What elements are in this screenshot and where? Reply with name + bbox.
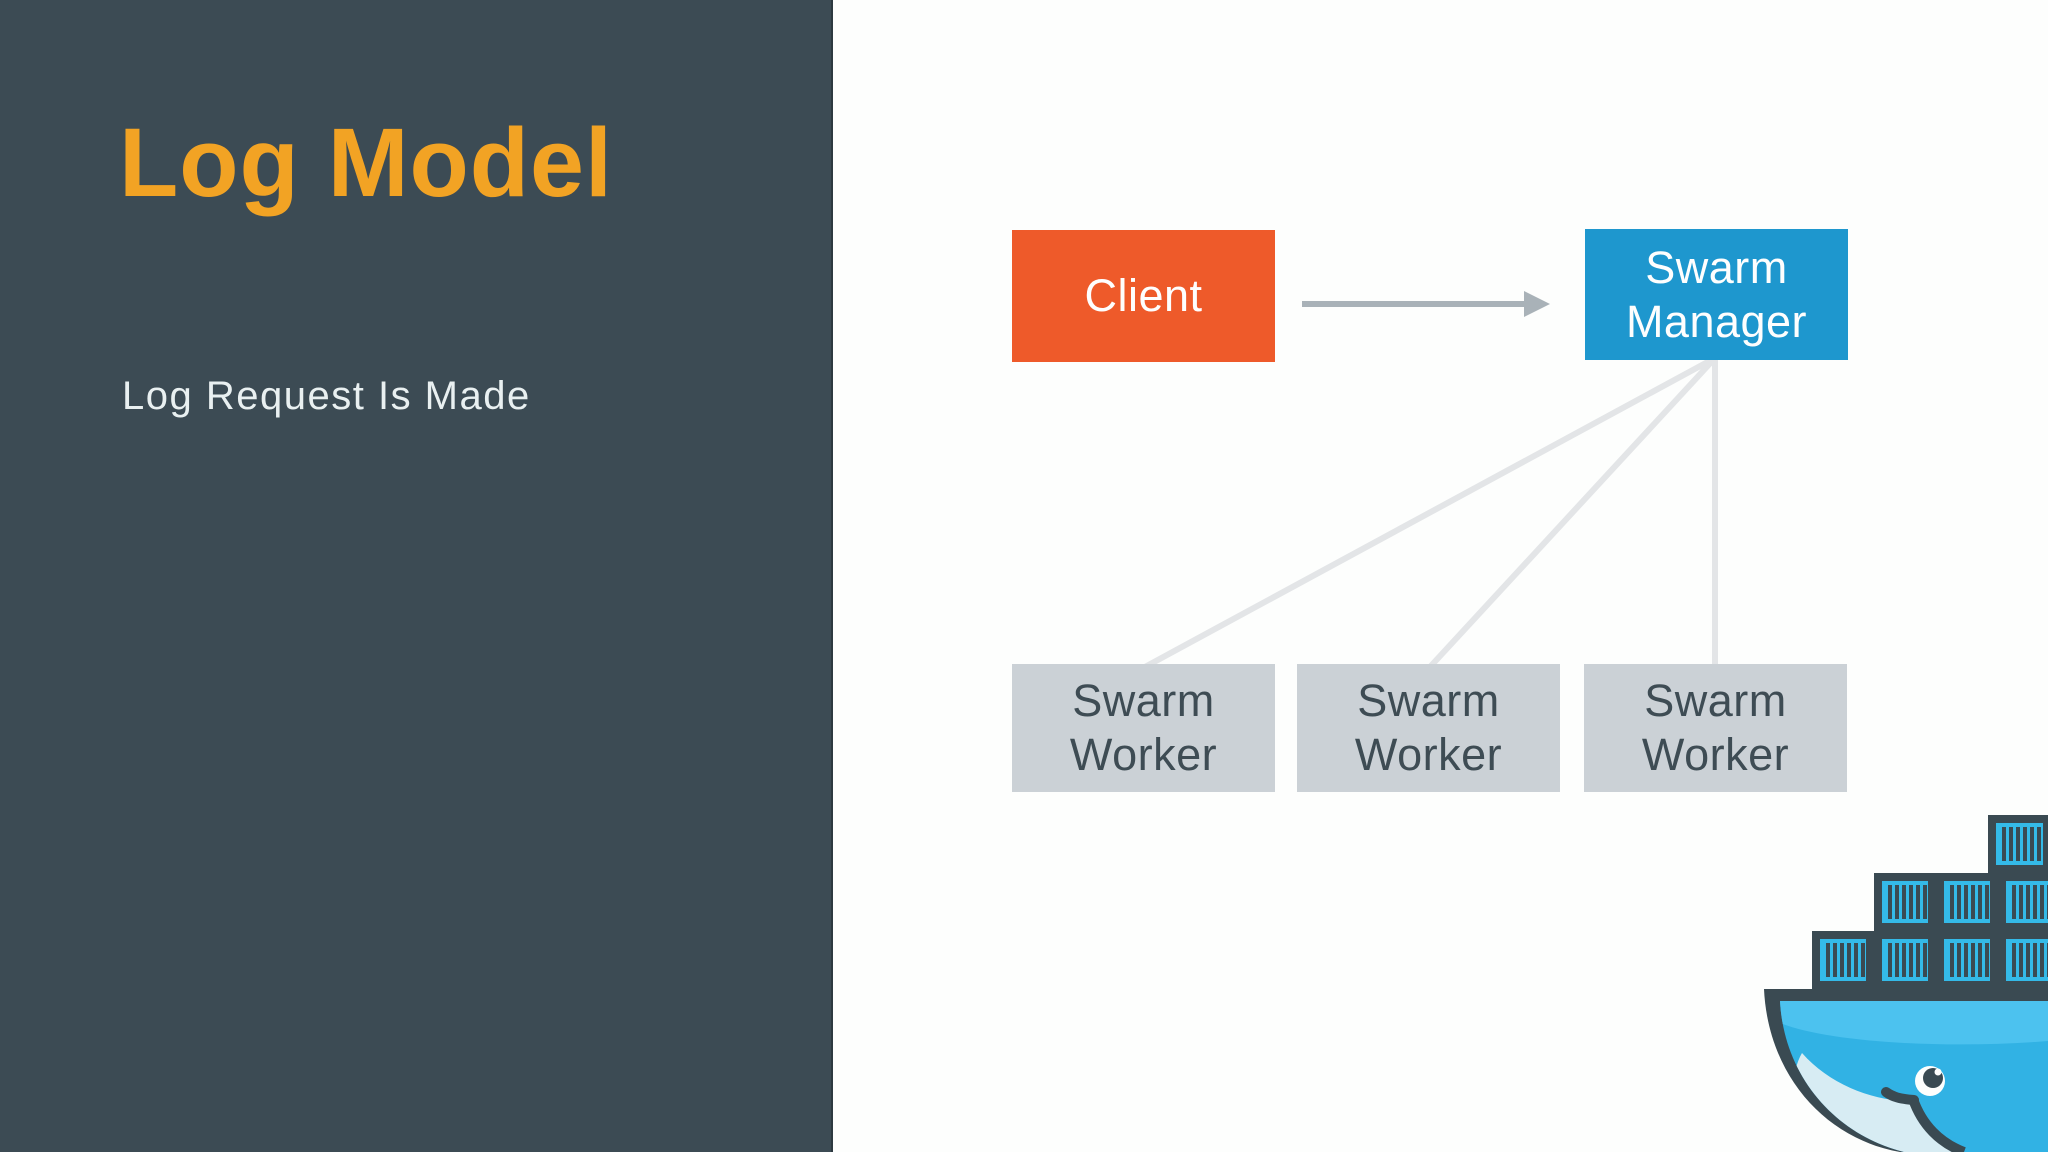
node-swarm-manager: Swarm Manager (1585, 229, 1848, 360)
node-swarm-worker-3-label: Swarm Worker (1641, 675, 1790, 780)
edge-manager-worker1 (1141, 355, 1717, 671)
node-swarm-worker-1-label: Swarm Worker (1069, 675, 1218, 780)
container-stack (1812, 815, 2048, 989)
node-swarm-manager-label: Swarm Manager (1625, 241, 1808, 347)
node-swarm-worker-1: Swarm Worker (1012, 664, 1275, 792)
node-swarm-worker-2: Swarm Worker (1297, 664, 1560, 792)
edge-manager-worker2 (1426, 355, 1718, 671)
node-client-label: Client (1084, 270, 1203, 321)
whale-body (1764, 989, 2048, 1152)
sidebar: Log Model Log Request Is Made (0, 0, 833, 1152)
arrowhead-icon (1524, 291, 1550, 317)
whale-mouth (1881, 1087, 1919, 1105)
node-swarm-worker-3: Swarm Worker (1584, 664, 1847, 792)
arrow-client-to-manager (1302, 291, 1550, 317)
slide-subtitle: Log Request Is Made (122, 374, 531, 418)
whale-eye (1915, 1066, 1945, 1096)
node-client: Client (1012, 230, 1275, 362)
node-swarm-worker-2-label: Swarm Worker (1354, 675, 1503, 780)
page-title: Log Model (119, 108, 613, 217)
docker-whale-icon (1764, 815, 2048, 1152)
